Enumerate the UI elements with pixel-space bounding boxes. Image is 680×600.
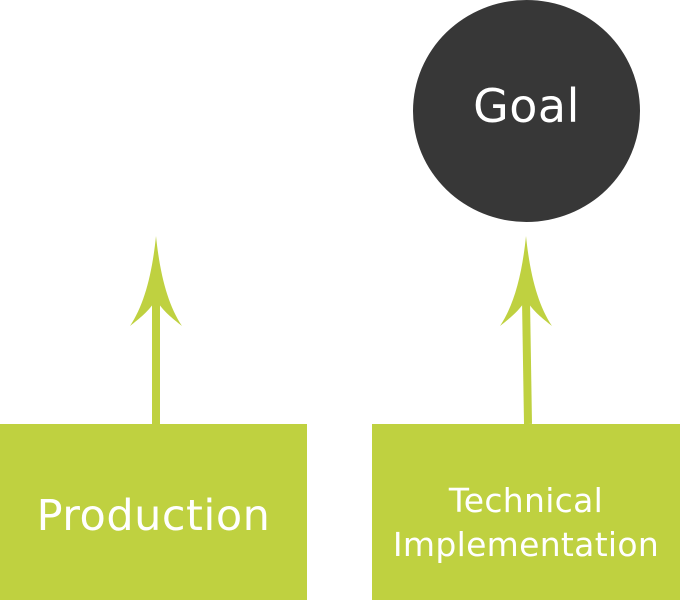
production-box: Production xyxy=(0,424,307,600)
goal-label: Goal xyxy=(473,79,580,133)
technical-implementation-box: Technical Implementation xyxy=(372,424,680,600)
technical-label-line-2: Implementation xyxy=(392,525,660,564)
arrow-technical-up xyxy=(500,236,552,425)
technical-implementation-label: Technical Implementation xyxy=(393,479,659,567)
technical-label-line-1: Technical xyxy=(448,481,604,520)
arrow-production-up xyxy=(130,236,182,424)
goal-node: Goal xyxy=(413,0,640,222)
production-label: Production xyxy=(36,491,271,541)
